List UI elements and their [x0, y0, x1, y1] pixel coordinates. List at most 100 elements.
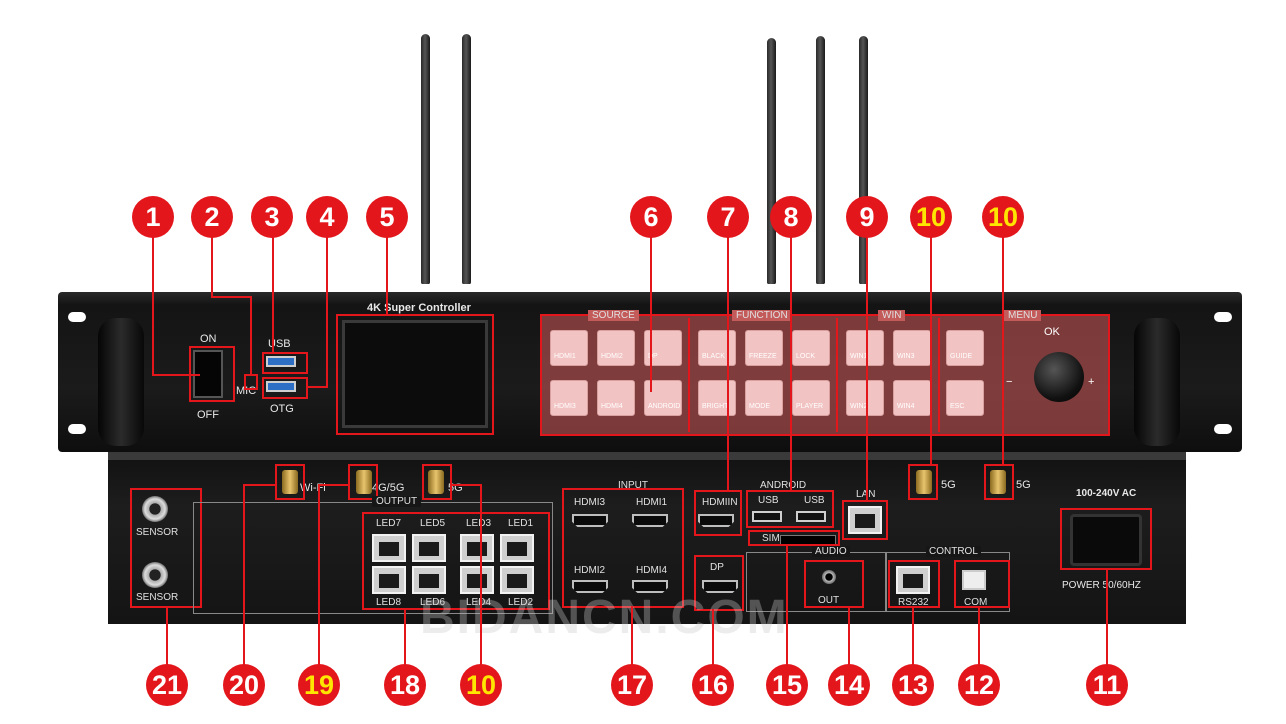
callout-10: 10 [910, 196, 952, 238]
key-freeze[interactable]: FREEZE [745, 330, 783, 366]
leader-line [631, 606, 633, 666]
callout-box-sim [748, 530, 840, 546]
callout-15: 15 [766, 664, 808, 706]
otg-label: OTG [270, 403, 294, 415]
led-output-port[interactable] [460, 534, 494, 562]
key-label: BLACK [702, 353, 725, 360]
sensor-port[interactable] [142, 562, 168, 588]
hdmi-in-port[interactable] [698, 514, 734, 527]
hdmi-port[interactable] [632, 514, 668, 527]
label-5g: 5G [1016, 479, 1031, 491]
callout-1: 1 [132, 196, 174, 238]
key-label: LOCK [796, 353, 816, 360]
hdmi-port[interactable] [572, 514, 608, 527]
leader-line [250, 296, 252, 376]
leader-line [211, 296, 251, 298]
led-output-port[interactable] [412, 534, 446, 562]
antenna [421, 34, 430, 284]
rack-hole [68, 424, 86, 434]
power-voltage-label: 100-240V AC [1076, 488, 1137, 499]
leader-line [386, 236, 388, 316]
leader-line [308, 386, 328, 388]
input-label: INPUT [618, 480, 648, 491]
android-usb-port[interactable] [796, 511, 826, 522]
antenna-connector-5g [428, 470, 444, 494]
key-guide[interactable]: GUIDE [946, 330, 984, 366]
key-label: PLAYER [796, 403, 824, 410]
front-otg-port[interactable] [266, 381, 296, 392]
antenna-connector-wifi [282, 470, 298, 494]
callout-10-bottom: 10 [460, 664, 502, 706]
android-usb-label: USB [758, 495, 779, 506]
audio-out-jack[interactable] [822, 570, 836, 584]
leader-line [790, 236, 792, 492]
g45-label: 4G/5G [372, 482, 405, 494]
lan-port[interactable] [848, 506, 882, 534]
group-divider [836, 318, 838, 432]
led-output-port[interactable] [412, 566, 446, 594]
leader-line [866, 236, 868, 502]
front-usb-port[interactable] [266, 356, 296, 367]
key-win3[interactable]: WIN3 [893, 330, 931, 366]
key-label: GUIDE [950, 353, 973, 360]
key-esc[interactable]: ESC [946, 380, 984, 416]
leader-line [152, 374, 200, 376]
key-label: WIN1 [850, 353, 868, 360]
device-title: 4K Super Controller [367, 302, 471, 314]
menu-label: MENU [1004, 310, 1042, 321]
leader-line [243, 484, 245, 666]
callout-box-dp [694, 555, 744, 611]
android-label: ANDROID [760, 480, 807, 491]
led-output-port[interactable] [500, 534, 534, 562]
key-hdmi1[interactable]: HDMI1 [550, 330, 588, 366]
leader-line [712, 609, 714, 666]
led-output-port[interactable] [500, 566, 534, 594]
android-usb-port[interactable] [752, 511, 782, 522]
key-bright[interactable]: BRIGHT [698, 380, 736, 416]
callout-box-wifi [275, 464, 305, 500]
leader-line [978, 606, 980, 666]
power-inlet[interactable] [1070, 514, 1142, 566]
key-lock[interactable]: LOCK [792, 330, 830, 366]
key-player[interactable]: PLAYER [792, 380, 830, 416]
key-hdmi2[interactable]: HDMI2 [597, 330, 635, 366]
key-label: HDMI2 [601, 353, 623, 360]
win-label: WIN [878, 310, 906, 321]
callout-21: 21 [146, 664, 188, 706]
key-black[interactable]: BLACK [698, 330, 736, 366]
callout-17: 17 [611, 664, 653, 706]
key-win1[interactable]: WIN1 [846, 330, 884, 366]
callout-box-5g [984, 464, 1014, 500]
key-hdmi3[interactable]: HDMI3 [550, 380, 588, 416]
rs232-label: RS232 [898, 597, 929, 608]
callout-7: 7 [707, 196, 749, 238]
led-label: LED7 [376, 518, 402, 529]
callout-16: 16 [692, 664, 734, 706]
led-output-port[interactable] [372, 566, 406, 594]
led-label: LED6 [420, 597, 446, 608]
leader-line [318, 484, 350, 486]
rack-handle-right [1134, 318, 1180, 446]
callout-5: 5 [366, 196, 408, 238]
key-win2[interactable]: WIN2 [846, 380, 884, 416]
hdmi-label: HDMI1 [636, 497, 668, 508]
led-output-port[interactable] [372, 534, 406, 562]
callout-box-5g [422, 464, 452, 500]
led-label: LED3 [466, 518, 492, 529]
key-hdmi4[interactable]: HDMI4 [597, 380, 635, 416]
hdmi-label: HDMI3 [574, 497, 606, 508]
dp-port[interactable] [702, 580, 738, 593]
sensor-port[interactable] [142, 496, 168, 522]
group-divider [938, 318, 940, 432]
hdmi-port[interactable] [572, 580, 608, 593]
menu-knob[interactable] [1034, 352, 1084, 402]
hdmi-port[interactable] [632, 580, 668, 593]
led-output-port[interactable] [460, 566, 494, 594]
leader-line [211, 236, 213, 298]
key-mode[interactable]: MODE [745, 380, 783, 416]
rack-hole [1214, 312, 1232, 322]
key-label: WIN2 [850, 403, 868, 410]
rs232-port[interactable] [896, 566, 930, 594]
com-port[interactable] [962, 570, 986, 590]
key-win4[interactable]: WIN4 [893, 380, 931, 416]
